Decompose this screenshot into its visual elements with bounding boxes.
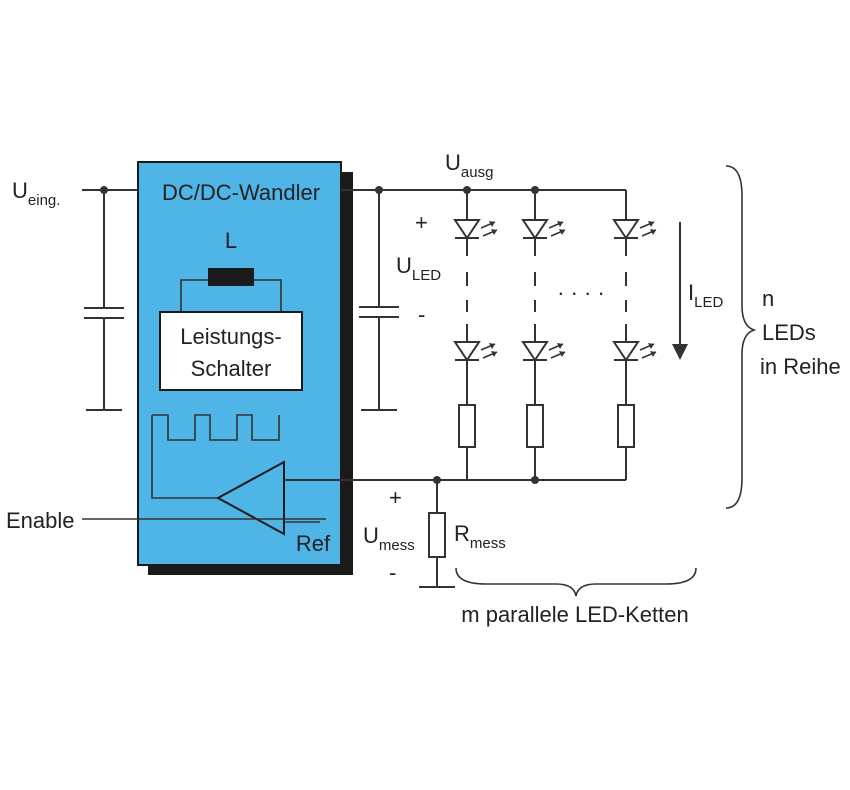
- led-voltage-minus: -: [418, 302, 425, 327]
- inductor-wiring: [180, 279, 282, 312]
- parallel-chains-brace: [455, 567, 697, 597]
- led-voltage-plus: +: [415, 210, 428, 235]
- output-voltage-label: Uausg: [445, 150, 493, 181]
- led-voltage-label: ULED: [396, 253, 441, 284]
- series-text-line3: in Reihe: [760, 354, 841, 379]
- series-text-line2: LEDs: [762, 320, 816, 345]
- sense-plus: +: [389, 485, 402, 510]
- sense-resistor-label: Rmess: [454, 521, 506, 552]
- series-leds-brace: [725, 165, 757, 509]
- led-chain-3: [613, 190, 657, 480]
- feedback-loop-wire: [151, 415, 218, 499]
- enable-label: Enable: [6, 508, 75, 533]
- ref-label: Ref: [296, 531, 331, 556]
- parallel-chains-label: m parallele LED-Ketten: [461, 602, 688, 627]
- input-capacitor: [84, 190, 124, 411]
- led-chain-2: [522, 186, 566, 484]
- pwm-waveform: [152, 414, 280, 441]
- led-chain-1: [454, 186, 498, 480]
- inductor-label: L: [225, 228, 237, 253]
- inductor-symbol: [208, 268, 254, 286]
- comparator-amplifier: [215, 460, 285, 536]
- input-voltage-label: Ueing.: [12, 178, 60, 209]
- led-current-arrow: [672, 222, 688, 360]
- power-switch-label-line2: Schalter: [191, 356, 272, 381]
- sense-voltage-label: Umess: [363, 523, 415, 554]
- sense-minus: -: [389, 560, 396, 585]
- more-chains-dots: · · · ·: [557, 280, 605, 305]
- led-current-label: ILED: [688, 280, 723, 311]
- series-text-line1: n: [762, 286, 774, 311]
- power-switch-label-line1: Leistungs-: [180, 324, 282, 349]
- output-capacitor: [359, 190, 399, 411]
- sense-resistor: [419, 480, 455, 588]
- power-switch-box: [159, 311, 303, 391]
- converter-title: DC/DC-Wandler: [162, 180, 320, 205]
